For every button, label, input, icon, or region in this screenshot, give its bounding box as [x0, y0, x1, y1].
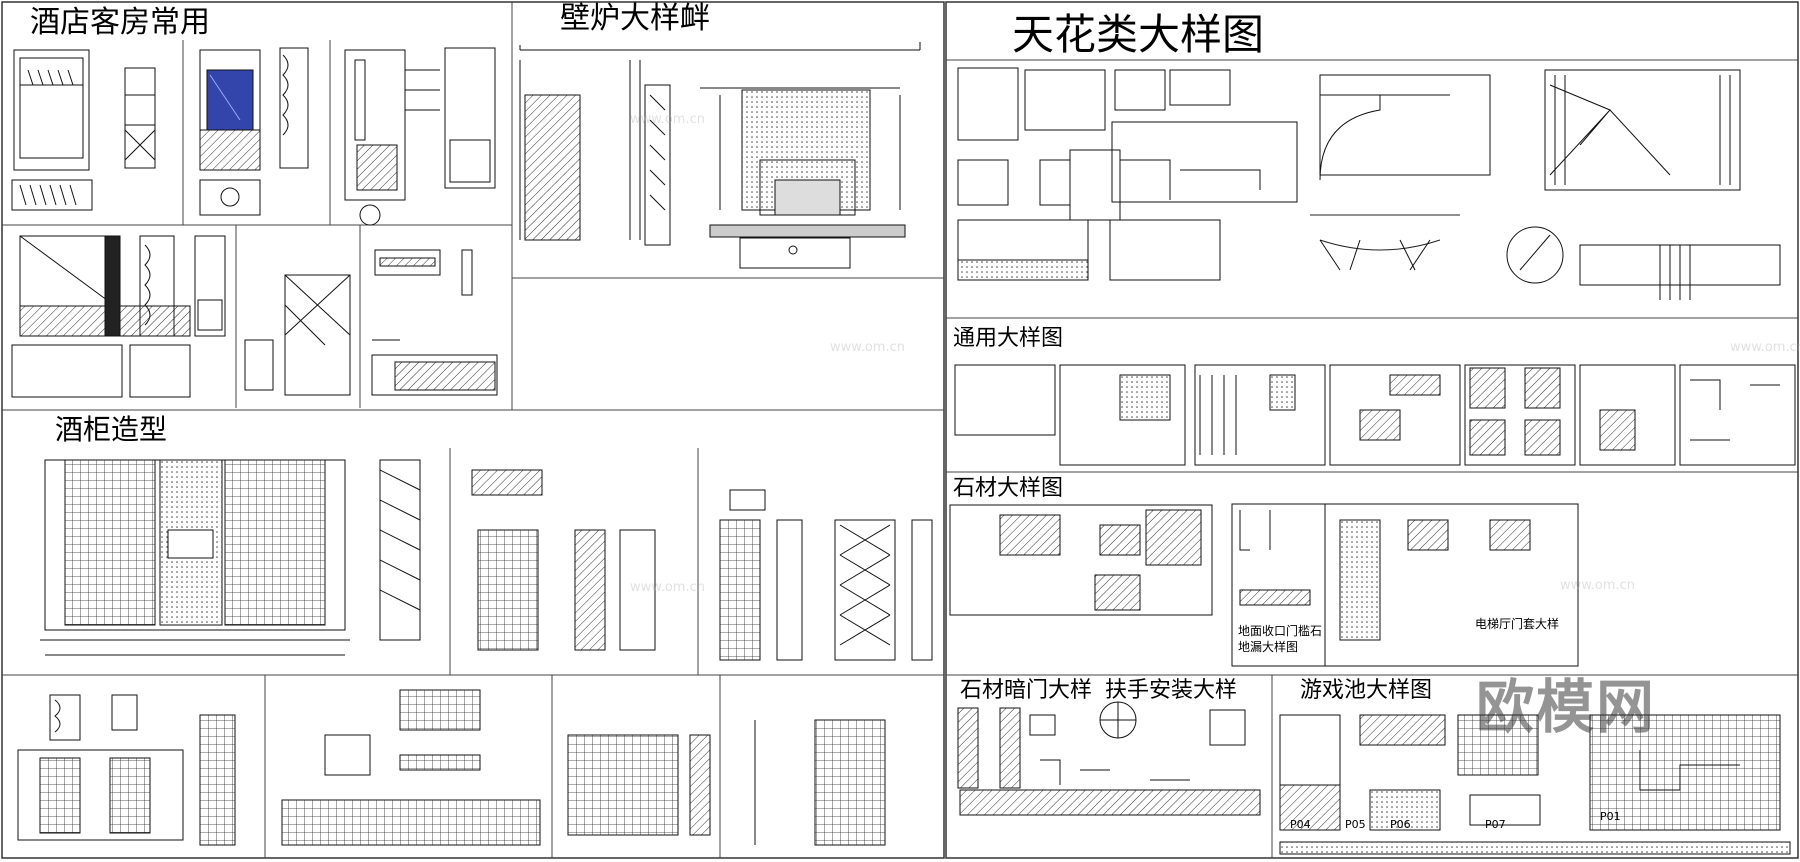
note-floor-threshold: 地面收口门槛石	[1238, 624, 1323, 638]
title-game-pool: 游戏池大样图	[1300, 678, 1433, 703]
note-elevator-door: 电梯厅门套大样	[1475, 617, 1560, 631]
pool-mark: P07	[1485, 818, 1506, 831]
watermark-url: www.om.cn	[1730, 340, 1800, 355]
title-stone: 石材大样图	[953, 476, 1064, 501]
title-fireplace: 壁炉大样衅	[560, 1, 710, 36]
hidden-door-handrail-details	[957, 701, 1261, 816]
mirror-vanity	[199, 49, 261, 216]
wine-cabinet-details	[17, 689, 886, 846]
bathroom-elevation	[344, 47, 496, 226]
note-floor-drain: 地漏大样图	[1238, 640, 1299, 654]
title-hotel-room: 酒店客房常用	[30, 5, 210, 40]
pool-mark: P06	[1390, 818, 1411, 831]
watermark-url: www.om.cn	[630, 580, 705, 595]
watermark-url: www.om.cn	[1560, 578, 1635, 593]
stone-column	[279, 47, 309, 169]
title-general: 通用大样图	[953, 326, 1064, 351]
title-wine-cabinet: 酒柜造型	[55, 413, 168, 446]
general-details	[954, 364, 1796, 466]
title-stone-hidden-door: 石材暗门大样	[960, 678, 1093, 703]
title-ceiling: 天花类大样图	[1012, 10, 1265, 59]
headboard-elevation	[11, 235, 226, 398]
shower-elevation	[244, 249, 498, 396]
shelf-section	[124, 67, 156, 169]
pool-mark: P01	[1600, 810, 1621, 823]
pool-mark: P05	[1345, 818, 1366, 831]
wardrobe-elevation	[11, 49, 93, 211]
fireplace-sections	[519, 42, 921, 269]
wine-cabinet-elevation	[40, 459, 933, 661]
game-pool-details	[1279, 714, 1791, 855]
watermark-url: www.om.cn	[830, 340, 905, 355]
stone-pattern	[282, 54, 289, 136]
stone-details	[949, 503, 1579, 667]
watermark-url: www.om.cn	[630, 112, 705, 127]
pool-mark: P04	[1290, 818, 1311, 831]
ceiling-details	[957, 67, 1781, 300]
watermark-logo: 欧模网	[1476, 673, 1657, 741]
title-handrail: 扶手安装大样	[1105, 678, 1238, 703]
